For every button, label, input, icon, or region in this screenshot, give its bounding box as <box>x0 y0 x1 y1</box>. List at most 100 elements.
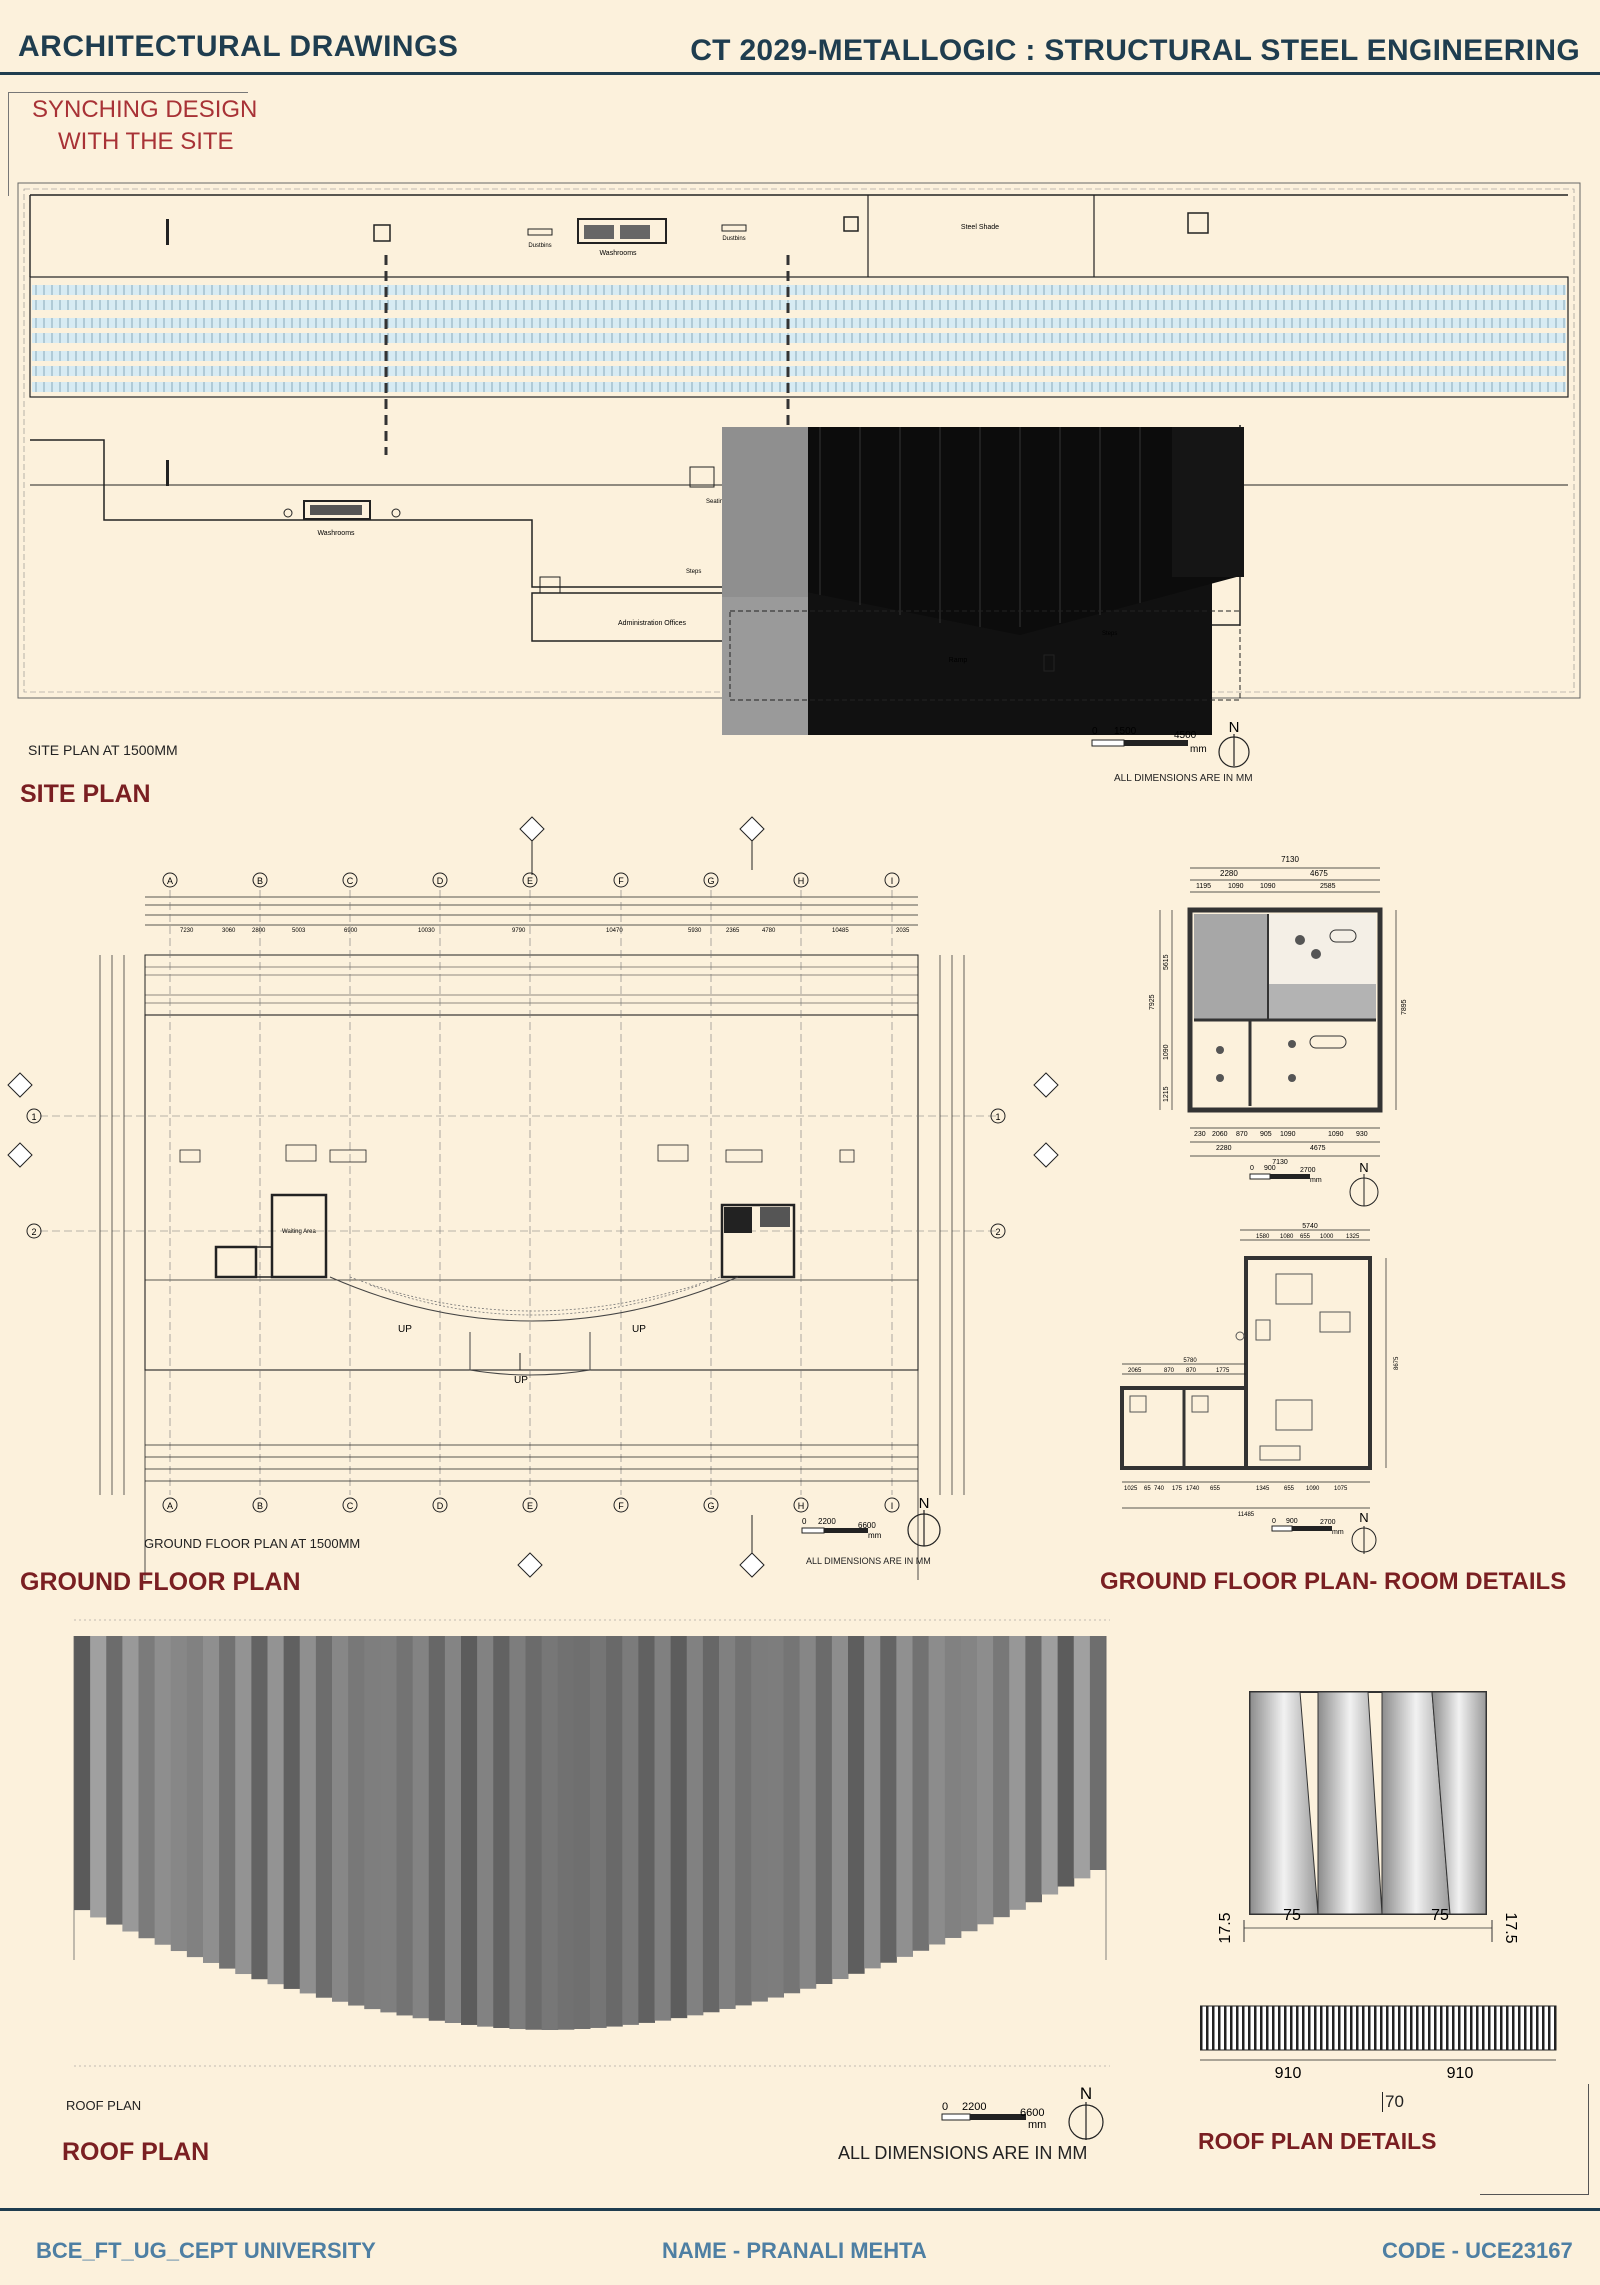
roof-plan-drawing <box>73 1619 1110 2067</box>
roof-sheet-band <box>299 1636 317 1994</box>
roof-sheet-band <box>944 1636 962 1938</box>
roof-sheet-band <box>622 1636 639 2025</box>
roof-sheet-band <box>251 1636 268 1980</box>
svg-text:N: N <box>919 1495 930 1512</box>
label-washrooms-bottom: Washrooms <box>317 530 355 537</box>
svg-text:230: 230 <box>1194 1131 1206 1138</box>
roof-sheet-band <box>364 1636 381 2010</box>
svg-text:3060: 3060 <box>222 928 236 934</box>
roof-sheet-band <box>573 1636 591 2030</box>
roof-sheet-band <box>138 1636 156 1939</box>
svg-text:5003: 5003 <box>292 928 306 934</box>
tagline-bracket-top <box>8 92 248 93</box>
svg-text:6900: 6900 <box>344 928 358 934</box>
up-label-3: UP <box>514 1375 528 1386</box>
svg-text:0: 0 <box>802 1517 807 1526</box>
svg-text:5930: 5930 <box>688 928 702 934</box>
svg-text:1025: 1025 <box>1124 1486 1138 1492</box>
svg-text:2200: 2200 <box>818 1517 836 1526</box>
svg-text:B: B <box>257 1501 263 1511</box>
roof-sheet-band <box>444 1636 462 2024</box>
svg-text:D: D <box>437 1501 444 1511</box>
svg-text:B: B <box>257 876 263 886</box>
roof-sheet-band <box>541 1636 559 2030</box>
svg-text:2: 2 <box>31 1227 36 1237</box>
roof-sheet-band <box>412 1636 430 2019</box>
svg-text:7130: 7130 <box>1281 855 1299 864</box>
svg-text:E: E <box>527 876 533 886</box>
svg-text:mm: mm <box>1310 1177 1322 1184</box>
svg-text:4675: 4675 <box>1310 869 1328 878</box>
roof-sheet-band <box>348 1636 365 2006</box>
label-washrooms-top: Washrooms <box>599 250 637 257</box>
svg-text:10030: 10030 <box>418 928 435 934</box>
svg-text:6600: 6600 <box>1020 2107 1044 2119</box>
svg-text:2700: 2700 <box>1320 1519 1336 1526</box>
ground-floor-plan-drawing: A B C D E F G H I 7230 3060 2800 5003 69… <box>7 816 1059 1580</box>
roof-sheet-band <box>493 1636 510 2029</box>
svg-text:5615: 5615 <box>1163 954 1170 970</box>
svg-text:1090: 1090 <box>1280 1131 1296 1138</box>
roof-plan-title: ROOF PLAN <box>62 2138 210 2166</box>
svg-text:2060: 2060 <box>1212 1131 1228 1138</box>
svg-text:I: I <box>891 1501 894 1511</box>
site-plan-caption: SITE PLAN AT 1500MM <box>28 742 178 758</box>
up-label-2: UP <box>632 1324 646 1335</box>
svg-text:1090: 1090 <box>1306 1486 1320 1492</box>
roof-sheet-band <box>1073 1636 1091 1879</box>
roof-sheet-band <box>1009 1636 1026 1910</box>
roof-sheet-band <box>74 1636 91 1911</box>
svg-text:870: 870 <box>1164 1368 1175 1374</box>
svg-text:7925: 7925 <box>1149 994 1156 1010</box>
roof-sheet-band <box>461 1636 478 2025</box>
footer-divider <box>0 2208 1600 2211</box>
svg-text:mm: mm <box>868 1531 882 1540</box>
svg-text:2280: 2280 <box>1220 869 1238 878</box>
roof-plan-scale-bar: 0 2200 6600 mm <box>941 2101 1046 2131</box>
roof-sheet-band <box>106 1636 123 1925</box>
roof-sheet-band <box>993 1636 1010 1918</box>
roof-sheet-band <box>783 1636 801 1994</box>
svg-text:1740: 1740 <box>1186 1486 1200 1492</box>
svg-text:H: H <box>798 876 805 886</box>
svg-text:G: G <box>707 1501 714 1511</box>
roof-sheet-band <box>896 1636 913 1957</box>
svg-text:17.5: 17.5 <box>1502 1912 1519 1943</box>
tagline-line2: WITH THE SITE <box>58 128 234 155</box>
roof-sheet-band <box>977 1636 994 1925</box>
svg-text:1075: 1075 <box>1334 1486 1348 1492</box>
site-plan-scale-bar: 0 1500 4500 mm <box>1091 726 1207 755</box>
roof-sheet-band <box>509 1636 526 2030</box>
ground-floor-title: GROUND FLOOR PLAN <box>20 1568 301 1596</box>
svg-text:5780: 5780 <box>1183 1358 1197 1364</box>
svg-text:10470: 10470 <box>606 928 623 934</box>
svg-text:1325: 1325 <box>1346 1234 1360 1240</box>
roof-sheet-band <box>477 1636 494 2027</box>
roof-details-title: ROOF PLAN DETAILS <box>1198 2128 1437 2154</box>
roof-sheet-band <box>735 1636 752 2006</box>
svg-text:4780: 4780 <box>762 928 776 934</box>
roof-sheet-band <box>702 1636 720 2013</box>
site-plan-drawing: Dustbins Washrooms Dustbins Steel Shade … <box>17 182 1581 735</box>
label-steel-shade: Steel Shade <box>961 224 999 231</box>
label-steps-1: Steps <box>686 569 701 575</box>
roof-sheet-band <box>1057 1636 1075 1887</box>
svg-text:A: A <box>167 1501 173 1511</box>
svg-text:1: 1 <box>995 1112 1000 1122</box>
svg-text:870: 870 <box>1186 1368 1197 1374</box>
roof-sheet-band <box>315 1636 333 1998</box>
svg-text:900: 900 <box>1286 1518 1298 1525</box>
svg-text:1345: 1345 <box>1256 1486 1270 1492</box>
roof-sheet-band <box>590 1636 607 2028</box>
svg-text:I: I <box>891 876 894 886</box>
section-mark-d-top <box>519 816 545 875</box>
site-scale-2: 4500 <box>1174 730 1197 741</box>
svg-text:0: 0 <box>942 2101 948 2113</box>
roof-sheet-band <box>751 1636 768 2002</box>
svg-text:1080: 1080 <box>1280 1234 1294 1240</box>
svg-text:7230: 7230 <box>180 928 194 934</box>
svg-text:2585: 2585 <box>1320 883 1336 890</box>
footer-name: NAME - PRANALI MEHTA <box>662 2238 927 2263</box>
grid-columns-top: A B C D E F G H I <box>162 872 900 888</box>
roof-sheet-band <box>154 1636 172 1945</box>
